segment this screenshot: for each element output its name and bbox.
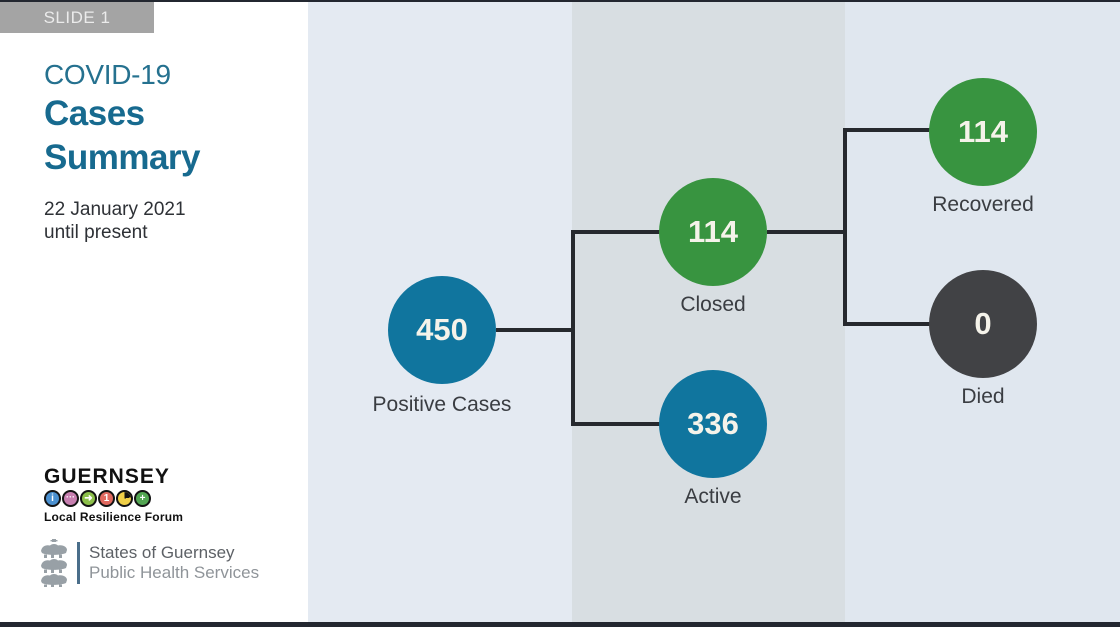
sog-logo-divider xyxy=(77,542,80,584)
node-active-value: 336 xyxy=(687,406,739,441)
lrf-logo-subtitle: Local Resilience Forum xyxy=(44,510,184,524)
connector-left-vertical xyxy=(571,230,575,426)
node-died: 0 xyxy=(929,270,1037,378)
lrf-logo-title: GUERNSEY xyxy=(44,465,170,488)
date-line-2: until present xyxy=(44,222,148,243)
date-range: 22 January 2021 until present xyxy=(44,198,244,244)
sog-logo: States of Guernsey Public Health Service… xyxy=(38,539,259,587)
wedge-shape xyxy=(118,492,131,505)
dots-icon-glyph: ··· xyxy=(66,492,75,502)
top-edge-bar xyxy=(0,0,1120,2)
guernsey-crest-icon xyxy=(41,539,67,587)
node-closed-label: Closed xyxy=(680,293,746,316)
clock-wedge-icon xyxy=(116,490,133,507)
node-closed-value: 114 xyxy=(687,214,738,249)
node-active: 336 xyxy=(659,370,767,478)
node-positive-cases-value: 450 xyxy=(416,312,468,347)
sog-logo-text: States of Guernsey Public Health Service… xyxy=(89,543,259,583)
page-title-kicker: COVID-19 xyxy=(44,59,171,90)
connector-to-active xyxy=(575,422,660,426)
page-title: Cases Summary xyxy=(44,94,201,177)
connector-to-died xyxy=(847,322,930,326)
node-active-label: Active xyxy=(684,485,742,508)
number-one-icon: 1 xyxy=(98,490,115,507)
plus-icon-glyph: + xyxy=(139,493,146,504)
arrow-icon: ➜ xyxy=(80,490,97,507)
node-recovered-value: 114 xyxy=(957,114,1008,149)
slide-number-text: SLIDE 1 xyxy=(43,7,111,27)
node-positive-cases: 450 xyxy=(388,276,496,384)
node-died-value: 0 xyxy=(974,306,992,341)
date-line-1: 22 January 2021 xyxy=(44,199,186,220)
lrf-logo: GUERNSEY i ··· ➜ 1 + Local Resilience Fo… xyxy=(44,465,184,524)
lrf-icon-row: i ··· ➜ 1 + xyxy=(44,490,174,507)
bottom-edge-bar xyxy=(0,622,1120,627)
connector-positive-out xyxy=(496,328,573,332)
node-closed: 114 xyxy=(659,178,767,286)
header: COVID-19 Cases Summary 22 January 2021 u… xyxy=(44,58,244,244)
info-icon: i xyxy=(44,490,61,507)
one-icon-glyph: 1 xyxy=(103,493,110,504)
node-recovered: 114 xyxy=(929,78,1037,186)
node-died-label: Died xyxy=(961,385,1005,408)
node-recovered-label: Recovered xyxy=(932,193,1034,216)
arrow-icon-glyph: ➜ xyxy=(84,493,93,504)
connector-closed-out xyxy=(767,230,845,234)
connector-right-vertical xyxy=(843,128,847,326)
background-band-middle xyxy=(572,2,845,622)
connector-to-recovered xyxy=(847,128,930,132)
connector-to-closed xyxy=(575,230,660,234)
speech-dots-icon: ··· xyxy=(62,490,79,507)
info-icon-glyph: i xyxy=(51,493,54,504)
sog-logo-line1: States of Guernsey xyxy=(89,543,235,562)
sog-logo-line2: Public Health Services xyxy=(89,563,260,582)
node-positive-cases-label: Positive Cases xyxy=(372,393,512,416)
plus-icon: + xyxy=(134,490,151,507)
slide-number-badge: SLIDE 1 xyxy=(0,2,154,33)
